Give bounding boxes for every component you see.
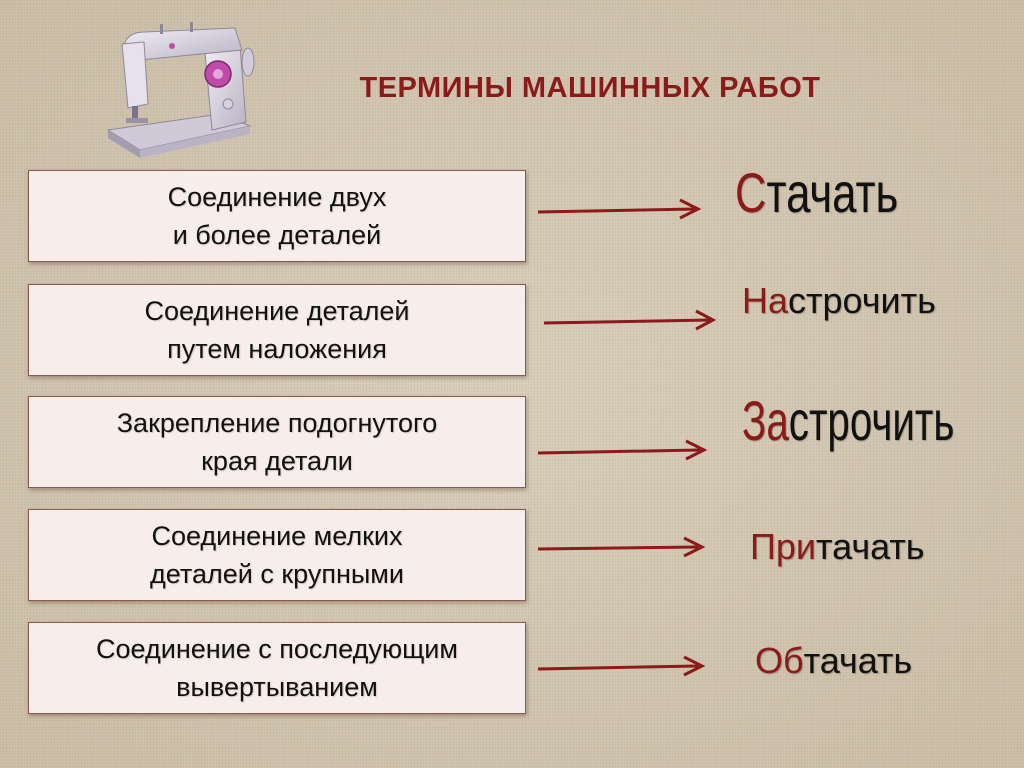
definition-line: Соединение мелких xyxy=(151,521,403,551)
definition-box-5: Соединение с последующим вывертыванием xyxy=(28,622,526,714)
term-zastrochit: Застрочить xyxy=(742,389,955,452)
definition-line: деталей с крупными xyxy=(150,559,404,589)
arrow-right-icon xyxy=(537,536,706,558)
term-nastrochit: Настрочить xyxy=(742,280,936,321)
definition-line: Соединение деталей xyxy=(144,296,410,326)
definition-line: вывертыванием xyxy=(176,672,378,702)
definition-line: Соединение двух xyxy=(167,182,387,212)
definition-box-3: Закрепление подогнутого края детали xyxy=(28,396,526,488)
arrow-right-icon xyxy=(537,655,706,677)
arrow-right-icon xyxy=(537,198,702,220)
definition-box-2: Соединение деталей путем наложения xyxy=(28,284,526,376)
definition-line: края детали xyxy=(201,446,353,476)
term-obtachat: Обтачать xyxy=(755,640,913,681)
term-stachat: Стачать xyxy=(735,161,899,224)
arrow-right-icon xyxy=(543,309,717,331)
sewing-machine-icon xyxy=(106,22,255,158)
definition-line: Соединение с последующим xyxy=(96,634,458,664)
definition-line: Закрепление подогнутого xyxy=(116,408,438,438)
page-title: ТЕРМИНЫ МАШИННЫХ РАБОТ xyxy=(359,72,821,104)
term-pritachat: Притачать xyxy=(750,526,925,567)
definition-box-4: Соединение мелких деталей с крупными xyxy=(28,509,526,601)
definition-box-1: Соединение двух и более деталей xyxy=(28,170,526,262)
definition-line: путем наложения xyxy=(167,334,387,364)
definition-line: и более деталей xyxy=(172,220,382,250)
arrow-right-icon xyxy=(537,439,708,461)
